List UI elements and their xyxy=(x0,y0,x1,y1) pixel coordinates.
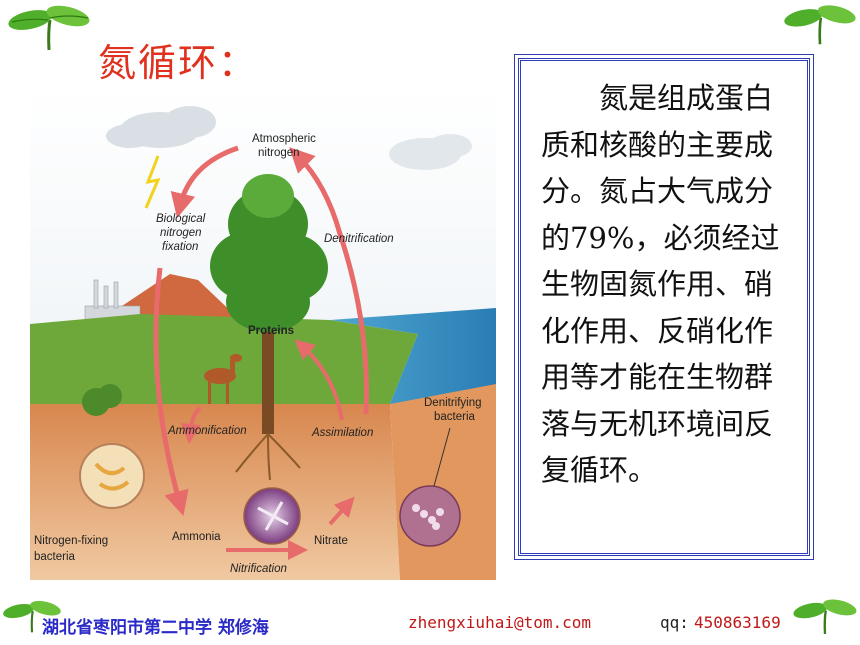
arrow-atmosphere-to-fixation xyxy=(170,145,239,219)
label-biological-nitrogen-fixation-1: Biological xyxy=(156,213,206,225)
footer-qq-label: qq: xyxy=(660,613,689,632)
sea xyxy=(330,308,496,404)
arrow-assimilation xyxy=(294,339,344,421)
label-ammonification: Ammonification xyxy=(167,425,247,437)
footer: 湖北省枣阳市第二中学 郑修海 zhengxiuhai@tom.com qq: 4… xyxy=(0,613,860,639)
grass-surface xyxy=(30,314,418,404)
sprout-icon-bottom-right xyxy=(793,599,857,634)
info-text-box: 氮是组成蛋白质和核酸的主要成分。氮占大气成分的79%，必须经过生物固氮作用、硝化… xyxy=(514,54,814,560)
nitrogen-cycle-diagram: Atmospheric nitrogen Biological nitrogen… xyxy=(30,84,496,580)
body-text: 氮是组成蛋白质和核酸的主要成分。氮占大气成分的79%，必须经过生物固氮作用、硝化… xyxy=(541,81,780,487)
label-nitrogen-fixing-bacteria-2: bacteria xyxy=(34,551,76,563)
label-assimilation: Assimilation xyxy=(311,427,373,439)
label-ammonia: Ammonia xyxy=(172,531,221,543)
label-nitrogen-fixing-bacteria-1: Nitrogen-fixing xyxy=(34,535,108,547)
label-biological-nitrogen-fixation-3: fixation xyxy=(162,241,198,253)
label-denitrifying-bacteria-1: Denitrifying xyxy=(424,397,482,409)
label-proteins: Proteins xyxy=(248,325,294,337)
label-denitrifying-bacteria-2: bacteria xyxy=(434,411,476,423)
deer xyxy=(204,354,242,404)
sprout-icon-top-right xyxy=(784,5,856,45)
label-nitrification: Nitrification xyxy=(230,563,287,575)
label-biological-nitrogen-fixation-2: nitrogen xyxy=(160,227,202,239)
label-nitrate: Nitrate xyxy=(314,535,348,547)
tree-canopy xyxy=(210,174,328,332)
tree-roots xyxy=(235,433,301,481)
nitrogen-fixing-bacteria-circle xyxy=(79,443,145,509)
slide-title: 氮循环： xyxy=(98,41,259,85)
label-atmospheric-nitrogen-1: Atmospheric xyxy=(252,133,316,145)
sprout-icon-bottom-left xyxy=(3,600,61,633)
label-denitrification: Denitrification xyxy=(324,233,394,245)
footer-email: zhengxiuhai@tom.com xyxy=(408,613,592,632)
tree-trunk xyxy=(262,324,274,434)
sprout-icon-top-left xyxy=(8,5,90,51)
arrow-ammonification xyxy=(181,406,202,444)
label-atmospheric-nitrogen-2: nitrogen xyxy=(258,147,300,159)
arrow-fixation-to-ammonia xyxy=(153,267,189,517)
denitrifying-bacteria-circle xyxy=(399,485,461,547)
arrow-denitrification xyxy=(289,147,369,415)
arrow-nitrate-up xyxy=(328,496,355,526)
volcano xyxy=(110,274,240,320)
footer-school-author: 湖北省枣阳市第二中学 郑修海 xyxy=(42,618,269,638)
bush xyxy=(82,384,122,416)
cloud-right xyxy=(389,134,472,170)
lightning-bolt xyxy=(144,155,161,209)
cloud-left xyxy=(106,106,216,148)
footer-qq-number: 450863169 xyxy=(694,613,781,632)
